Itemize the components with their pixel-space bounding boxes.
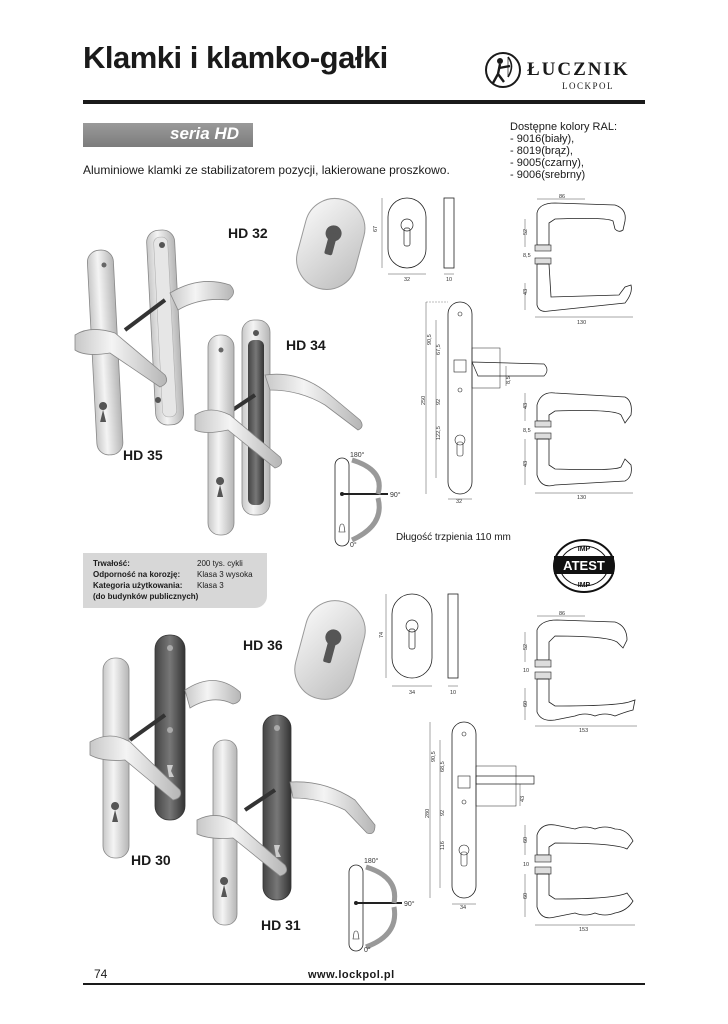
dimension-label: 34 (409, 690, 415, 696)
backplate-drawing: 90,5 68,5 280 92 116 34 43 (425, 721, 535, 911)
page-number: 74 (94, 967, 108, 981)
page-title: Klamki i klamko-gałki (83, 40, 388, 75)
model-label: HD 31 (261, 917, 301, 933)
dimension-label: 130 (577, 320, 586, 326)
dimension-label: 8,5 (506, 376, 512, 384)
dimension-label: 10 (450, 690, 456, 696)
dimension-label: 52 (523, 644, 529, 650)
angle-label: 180° (350, 451, 365, 459)
escutcheon-drawing: 67 32 10 (373, 197, 455, 283)
atest-top-text: IMP (578, 546, 591, 553)
dimension-label: 90,5 (431, 751, 437, 762)
knob-drawing: 60 10 60 153 (523, 824, 635, 933)
spec-value: Klasa 3 (197, 581, 224, 590)
ral-title: Dostępne kolory RAL: (510, 121, 617, 133)
footer-divider (83, 983, 645, 985)
escutcheon-photo (296, 198, 366, 290)
dimension-label: 43 (520, 796, 526, 802)
spec-box: Trwałość: 200 tys. cykli Odporność na kor… (83, 553, 267, 608)
spec-row: (do budynków publicznych) (93, 592, 199, 601)
spec-key: Odporność na korozję: (93, 570, 181, 579)
angle-label: 0° (364, 946, 371, 954)
dimension-label: 67,5 (436, 344, 442, 355)
atest-bottom-text: IMP (578, 582, 591, 589)
dimension-label: 68,5 (440, 761, 446, 772)
footer-url[interactable]: www.lockpol.pl (308, 969, 395, 981)
dimension-label: 43 (523, 403, 529, 409)
dimension-label: 92 (436, 399, 442, 405)
spec-key: Trwałość: (93, 559, 130, 568)
spindle-length-note: Długość trzpienia 110 mm (396, 532, 511, 543)
series-banner (83, 123, 253, 147)
dimension-label: 74 (379, 632, 385, 638)
dimension-label: 86 (559, 194, 565, 200)
ral-item: - 9016(biały), (510, 133, 575, 145)
dimension-label: 8,5 (523, 253, 531, 259)
spec-row: Odporność na korozję: Klasa 3 wysoka (93, 570, 253, 579)
model-label: HD 32 (228, 225, 268, 241)
spec-row: Kategoria użytkowania: Klasa 3 (93, 581, 224, 590)
dimension-label: 10 (446, 277, 452, 283)
model-label: HD 36 (243, 637, 283, 653)
lever-drawing: 86 52 8,5 43 130 (523, 194, 633, 326)
dimension-label: 60 (523, 701, 529, 707)
angle-label: 90° (404, 900, 415, 908)
angle-label: 90° (390, 491, 401, 499)
dimension-label: 43 (523, 289, 529, 295)
dimension-label: 60 (523, 893, 529, 899)
model-label: HD 30 (131, 852, 171, 868)
dimension-label: 153 (579, 927, 588, 933)
escutcheon-photo (294, 600, 366, 700)
product-photo-hd30-hd31 (89, 634, 376, 926)
series-label: seria HD (170, 124, 239, 143)
dimension-label: 92 (440, 810, 446, 816)
rotation-diagram: 180° 90° 0° (334, 451, 401, 549)
angle-label: 0° (350, 541, 357, 549)
atest-text: ATEST (563, 558, 605, 573)
angle-label: 180° (364, 857, 379, 865)
product-photo-hd35-hd34 (74, 229, 363, 536)
logo-subtitle: LOCKPOL (562, 81, 615, 91)
lever-drawing: 86 52 10 60 153 (523, 611, 637, 734)
brand-logo: ŁUCZNIK LOCKPOL (483, 50, 648, 94)
rotation-diagram: 180° 90° 0° (348, 857, 415, 954)
dimension-label: 86 (559, 611, 565, 617)
spec-key: (do budynków publicznych) (93, 592, 199, 601)
model-label: HD 34 (286, 337, 326, 353)
spec-value: 200 tys. cykli (197, 559, 243, 568)
dimension-label: 32 (404, 277, 410, 283)
knob-drawing: 43 8,5 43 130 (523, 392, 633, 501)
escutcheon-drawing: 74 34 10 (379, 593, 459, 696)
dimension-label: 250 (421, 396, 427, 405)
dimension-label: 122,5 (436, 426, 442, 440)
dimension-label: 8,5 (523, 428, 531, 434)
ral-item: - 9005(czarny), (510, 157, 584, 169)
dimension-label: 52 (523, 229, 529, 235)
dimension-label: 116 (440, 841, 446, 850)
spec-key: Kategoria użytkowania: (93, 581, 183, 590)
ral-item: - 9006(srebrny) (510, 169, 586, 181)
ral-colors: Dostępne kolory RAL: - 9016(biały), - 80… (510, 121, 617, 181)
header-divider (83, 100, 645, 104)
dimension-label: 280 (425, 809, 431, 818)
dimension-label: 153 (579, 728, 588, 734)
product-description: Aluminiowe klamki ze stabilizatorem pozy… (83, 163, 450, 177)
dimension-label: 90,5 (427, 334, 433, 345)
backplate-drawing: 90,5 67,5 250 92 122,5 32 8,5 (421, 301, 548, 505)
spec-row: Trwałość: 200 tys. cykli (93, 559, 243, 568)
dimension-label: 67 (373, 226, 379, 232)
dimension-label: 130 (577, 495, 586, 501)
dimension-label: 60 (523, 837, 529, 843)
ral-item: - 8019(brąz), (510, 145, 573, 157)
dimension-label: 34 (460, 905, 466, 911)
dimension-label: 10 (523, 862, 529, 868)
spec-value: Klasa 3 wysoka (197, 570, 253, 579)
dimension-label: 10 (523, 668, 529, 674)
atest-badge: ATEST IMP IMP (553, 539, 615, 593)
dimension-label: 32 (456, 499, 462, 505)
dimension-label: 43 (523, 461, 529, 467)
model-label: HD 35 (123, 447, 163, 463)
archer-icon (485, 52, 521, 88)
logo-name: ŁUCZNIK (527, 59, 630, 80)
